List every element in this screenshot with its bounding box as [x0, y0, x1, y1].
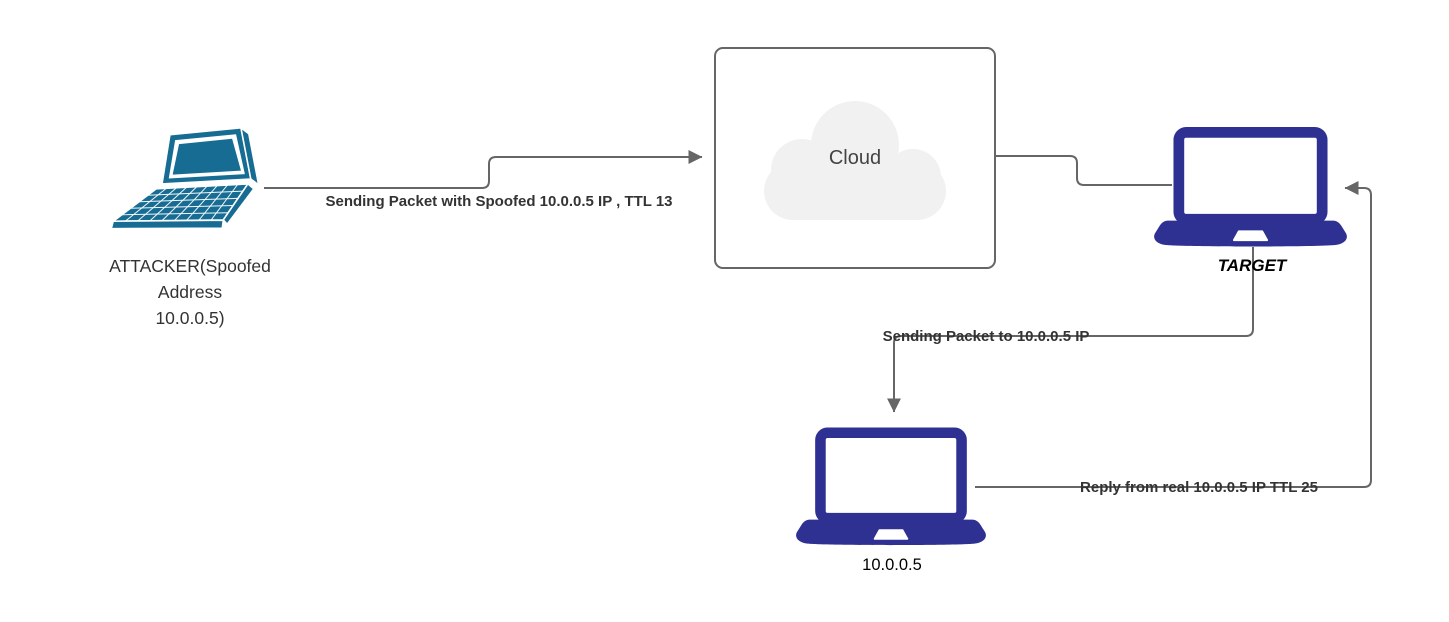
edge-label-real-host-to-target: Reply from real 10.0.0.5 IP TTL 25	[1080, 479, 1318, 496]
edge-attacker-to-cloud	[264, 150, 703, 189]
cloud-node: Cloud	[714, 47, 996, 269]
real-host-node-label: 10.0.0.5	[862, 556, 922, 574]
cloud-icon	[764, 101, 946, 220]
edge-real-host-to-target	[975, 181, 1372, 488]
attacker-node-label: ATTACKER(Spoofed Address 10.0.0.5)	[109, 256, 271, 328]
edge-cloud-to-target	[995, 155, 1172, 186]
attacker-laptop-icon	[110, 127, 260, 230]
target-laptop-icon	[1153, 127, 1348, 248]
edge-label-target-to-real-host: Sending Packet to 10.0.0.5 IP	[882, 328, 1090, 345]
target-node-label: TARGET	[1217, 256, 1287, 275]
real-host-laptop-icon	[795, 427, 987, 547]
cloud-node-label: Cloud	[828, 147, 882, 169]
edge-label-attacker-to-cloud: Sending Packet with Spoofed 10.0.0.5 IP …	[325, 193, 673, 210]
edge-target-to-real-host	[887, 247, 1254, 413]
